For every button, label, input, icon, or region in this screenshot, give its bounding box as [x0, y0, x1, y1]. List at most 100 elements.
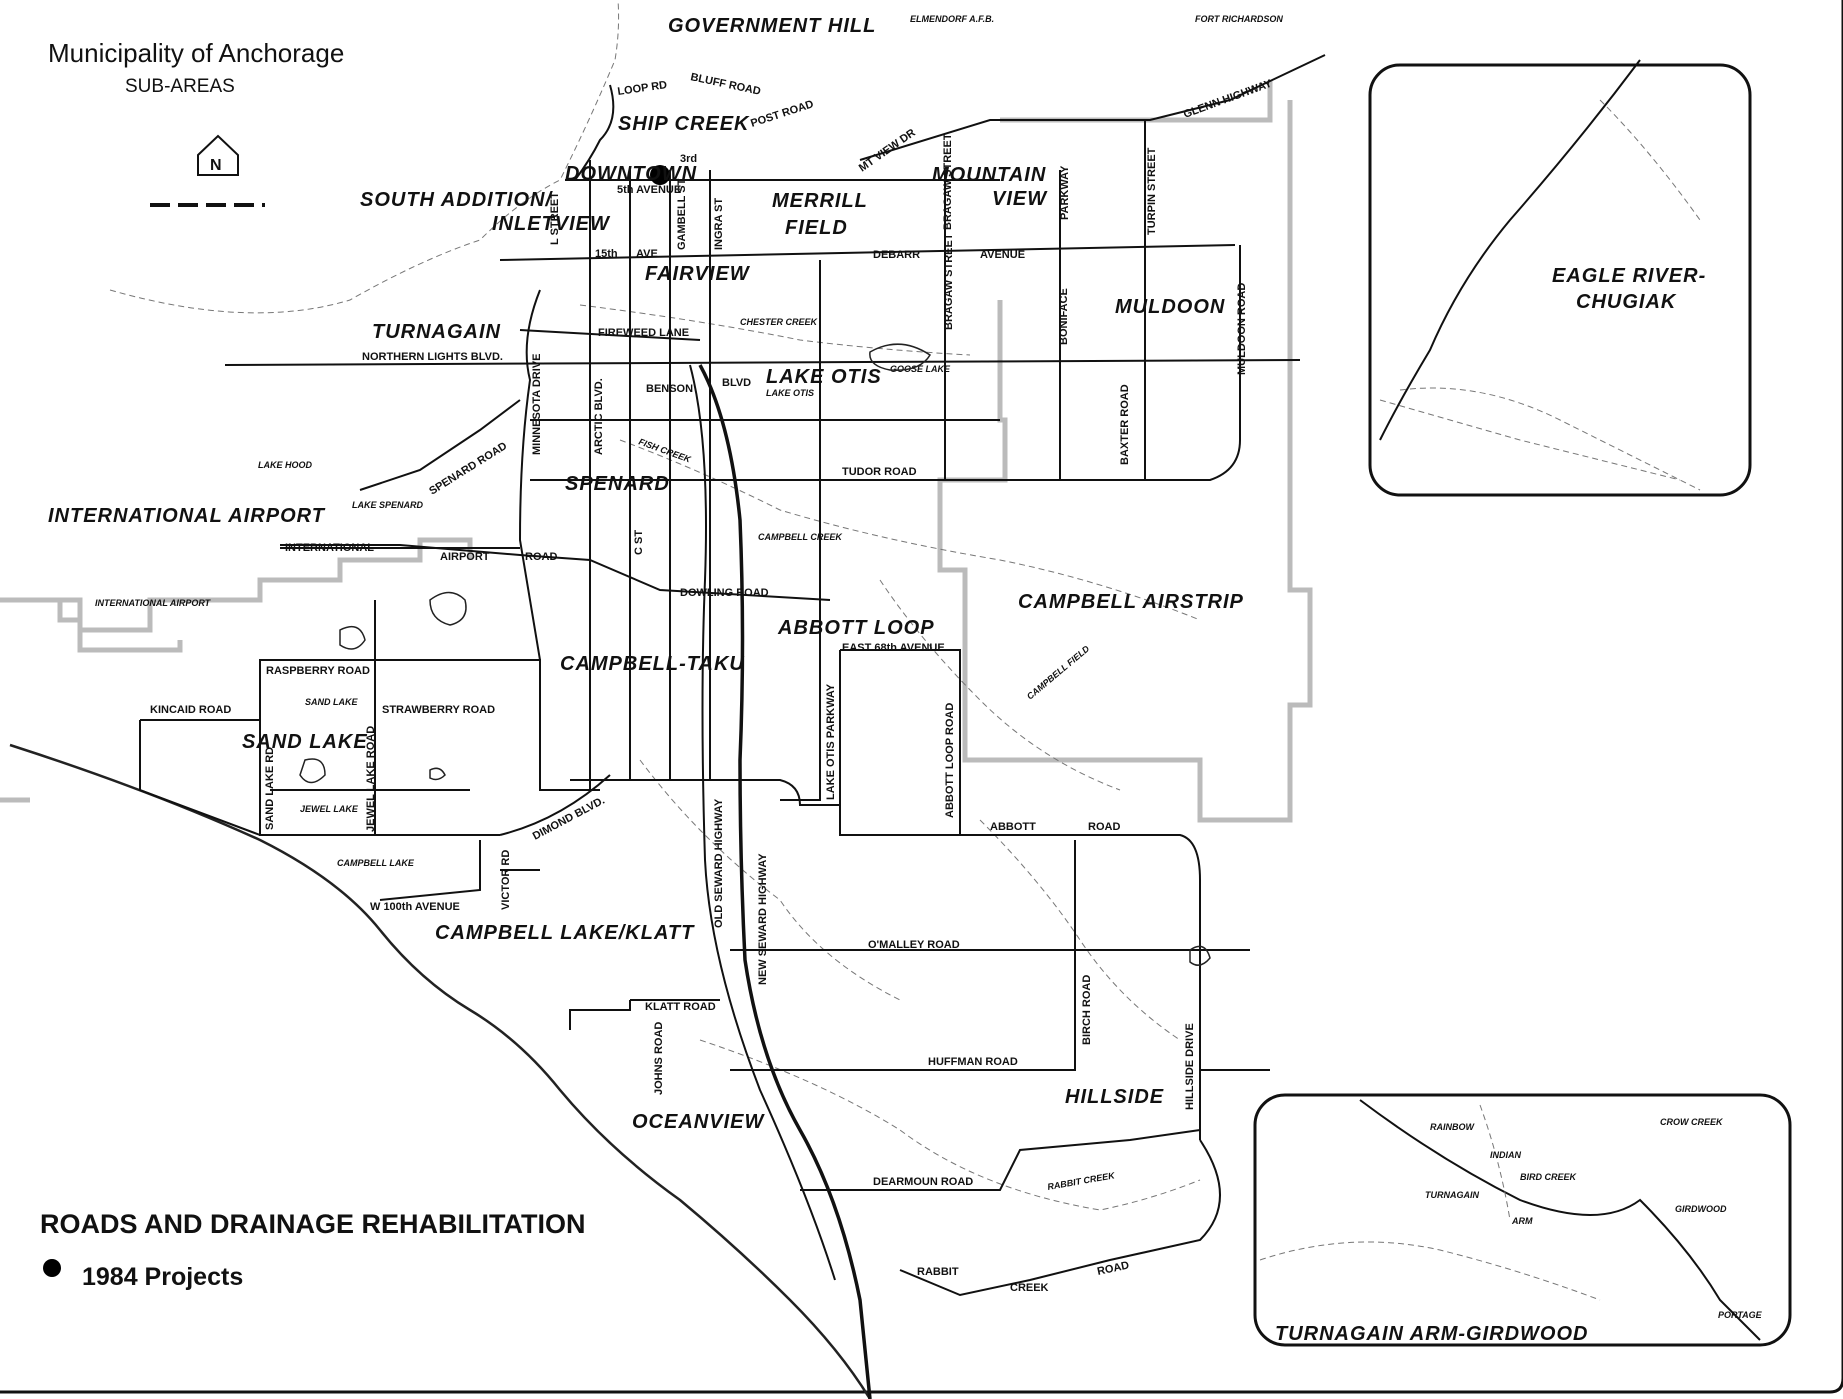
road-dearmoun-road: DEARMOUN ROAD [873, 1176, 973, 1188]
feature-crow-creek: CROW CREEK [1660, 1117, 1724, 1127]
eagle-river-inset-lines [1379, 59, 1701, 491]
road-mt-view-dr: MT VIEW DR [857, 127, 918, 175]
road-kincaid-road: KINCAID ROAD [150, 704, 231, 716]
street-grid [139, 120, 1301, 1297]
area-mountain: MOUNTAIN [932, 164, 1046, 186]
area-eagle-river: EAGLE RIVER- [1552, 265, 1706, 287]
legend-item: 1984 Projects [82, 1263, 243, 1291]
area-fairview: FAIRVIEW [645, 263, 751, 285]
road-international: INTERNATIONAL [285, 542, 374, 554]
road-fireweed-lane: FIREWEED LANE [598, 327, 689, 339]
feature-campbell-lake: CAMPBELL LAKE [337, 858, 415, 868]
road-labels-vertical: L STREET GAMBELL ST INGRA ST BRAGAW STRE… [264, 133, 1248, 1110]
north-arrow-icon: N [150, 134, 265, 207]
road-klatt-road: KLATT ROAD [645, 1001, 716, 1013]
area-chugiak: CHUGIAK [1576, 291, 1677, 313]
road-rabbit: RABBIT [917, 1266, 959, 1278]
area-sand-lake: SAND LAKE [242, 731, 368, 753]
map-title: Municipality of Anchorage [48, 38, 344, 68]
road-jewel-lake-road: JEWEL LAKE ROAD [365, 726, 377, 832]
feature-lake-otis-lake: LAKE OTIS [766, 388, 814, 398]
area-hillside: HILLSIDE [1065, 1086, 1164, 1108]
road-5th-avenue: 5th AVENUE [617, 184, 681, 196]
road-johns-road: JOHNS ROAD [653, 1022, 665, 1095]
road-airport: AIRPORT [440, 551, 490, 563]
area-labels: GOVERNMENT HILL SHIP CREEK DOWNTOWN SOUT… [48, 15, 1706, 1345]
turnagain-arm-inset-lines [1259, 1099, 1761, 1341]
road-huffman-road: HUFFMAN ROAD [928, 1056, 1018, 1068]
road-turpin-street: TURPIN STREET [1146, 147, 1158, 235]
area-mountain-view: VIEW [992, 188, 1048, 210]
road-gambell-st: GAMBELL ST [676, 178, 688, 250]
area-south-addition: SOUTH ADDITION/ [360, 189, 553, 211]
feature-campbell-creek: CAMPBELL CREEK [758, 532, 843, 542]
road-northern-lights: NORTHERN LIGHTS BLVD. [362, 351, 503, 363]
area-campbell-lake-klatt: CAMPBELL LAKE/KLATT [435, 922, 695, 944]
area-turnagain-arm: TURNAGAIN ARM-GIRDWOOD [1275, 1323, 1588, 1345]
area-downtown: DOWNTOWN [565, 163, 697, 185]
road-dimond-blvd: DIMOND BLVD. [531, 795, 607, 843]
road-abbott-road: ROAD [1088, 821, 1120, 833]
feature-arm-water: ARM [1511, 1216, 1533, 1226]
feature-girdwood: GIRDWOOD [1675, 1204, 1727, 1214]
road-road: ROAD [525, 551, 557, 563]
area-turnagain: TURNAGAIN [372, 321, 501, 343]
road-lake-otis-parkway: LAKE OTIS PARKWAY [825, 683, 837, 800]
legend-heading: ROADS AND DRAINAGE REHABILITATION [40, 1209, 585, 1239]
area-inletview: INLETVIEW [492, 213, 611, 235]
road-ave: AVE [636, 248, 658, 260]
road-hillside-drive: HILLSIDE DRIVE [1184, 1023, 1196, 1110]
road-muldoon-road: MULDOON ROAD [1236, 283, 1248, 375]
road-international-airport: INTERNATIONAL AIRPORT [95, 598, 212, 608]
feature-goose-lake: GOOSE LAKE [890, 364, 951, 374]
area-ship-creek: SHIP CREEK [618, 113, 750, 135]
road-raspberry-road: RASPBERRY ROAD [266, 665, 370, 677]
area-oceanview: OCEANVIEW [632, 1111, 765, 1133]
road-east-68th: EAST 68th AVENUE [842, 642, 945, 654]
road-avenue: AVENUE [980, 249, 1025, 261]
legend-bullet-icon [43, 1259, 61, 1277]
road-bragaw-street: BRAGAW STREET [942, 133, 954, 230]
north-label: N [210, 157, 222, 174]
road-arctic-blvd: ARCTIC BLVD. [593, 378, 605, 455]
road-creek: CREEK [1010, 1282, 1049, 1294]
feature-chester-creek: CHESTER CREEK [740, 317, 819, 327]
road-glenn-highway: GLENN HIGHWAY [1182, 77, 1274, 120]
feature-jewel-lake: JEWEL LAKE [300, 804, 359, 814]
road-minnesota-drive: MINNESOTA DRIVE [531, 354, 543, 455]
area-campbell-airstrip: CAMPBELL AIRSTRIP [1018, 591, 1244, 613]
road-birch-road: BIRCH ROAD [1081, 975, 1093, 1045]
area-abbott-loop: ABBOTT LOOP [777, 617, 935, 639]
feature-indian: INDIAN [1490, 1150, 1521, 1160]
area-merrill-field: FIELD [785, 217, 848, 239]
road-3rd: 3rd [680, 153, 697, 165]
road-tudor-road: TUDOR ROAD [842, 466, 917, 478]
feature-lake-spenard: LAKE SPENARD [352, 500, 424, 510]
feature-sand-lake: SAND LAKE [305, 697, 358, 707]
road-ingra-st: INGRA ST [713, 198, 725, 250]
highways [574, 54, 1326, 1399]
road-bragaw: BRAGAW STREET [943, 233, 955, 330]
area-international-airport: INTERNATIONAL AIRPORT [48, 505, 326, 527]
area-muldoon: MULDOON [1115, 296, 1225, 318]
feature-bird-creek: BIRD CREEK [1520, 1172, 1578, 1182]
feature-elmendorf: ELMENDORF A.F.B. [910, 14, 994, 24]
area-merrill: MERRILL [772, 190, 868, 212]
road-abbott-loop-road: ABBOTT LOOP ROAD [944, 703, 956, 818]
project-marker-downtown [650, 165, 670, 185]
road-victor-rd: VICTOR RD [500, 850, 512, 910]
road-bluff-road: BLUFF ROAD [689, 71, 761, 98]
road-sand-lake-rd: SAND LAKE RD [264, 747, 276, 830]
road-old-seward: OLD SEWARD HIGHWAY [713, 798, 725, 928]
road-debarr: DEBARR [873, 249, 920, 261]
turnagain-arm-inset [1253, 1093, 1792, 1347]
feature-portage: PORTAGE [1718, 1310, 1763, 1320]
eagle-river-inset [1368, 63, 1752, 497]
feature-rainbow: RAINBOW [1430, 1122, 1475, 1132]
municipal-boundary-west [0, 597, 183, 803]
feature-fort-richardson: FORT RICHARDSON [1195, 14, 1283, 24]
road-blvd: BLVD [722, 377, 751, 389]
road-c-st: C ST [633, 530, 645, 555]
coastline [9, 743, 872, 1399]
